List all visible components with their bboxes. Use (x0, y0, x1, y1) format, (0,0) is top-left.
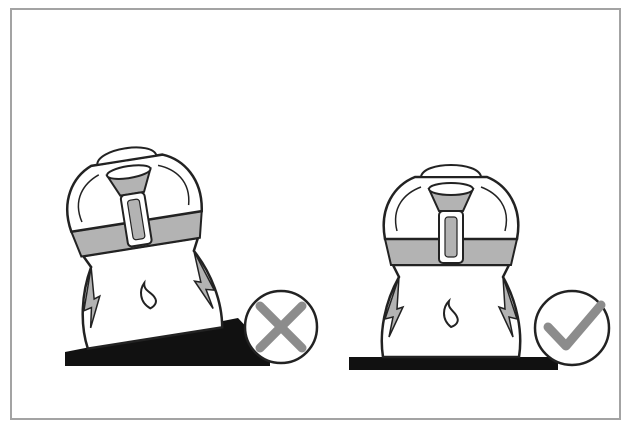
steam-generator-tilted (55, 136, 225, 351)
steam-generator-level (380, 163, 522, 359)
cross-icon (243, 289, 319, 365)
checkmark-icon (533, 289, 611, 367)
flat-surface (349, 357, 558, 370)
